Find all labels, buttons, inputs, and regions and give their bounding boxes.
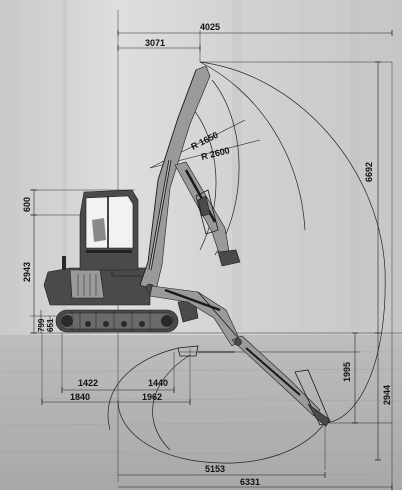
dim-2944: 2944: [382, 385, 392, 405]
dim-1440: 1440: [148, 378, 168, 388]
dimension-labels: 4025 3071 R 1650 R 2600 6692 600 2943 79…: [22, 22, 392, 487]
dipper-arm-lowered: [149, 285, 321, 417]
dim-1840: 1840: [70, 392, 90, 402]
dim-r-2600: R 2600: [200, 145, 231, 162]
dim-6692: 6692: [364, 162, 374, 182]
crawler-track: [55, 309, 179, 333]
dimension-ticks: [31, 30, 393, 490]
dim-6331: 6331: [240, 477, 260, 487]
bucket-ground-level: [177, 345, 235, 357]
dim-799: 799: [37, 318, 46, 332]
dim-1422: 1422: [78, 378, 98, 388]
bucket-raised: [195, 189, 219, 235]
dim-1962: 1962: [142, 392, 162, 402]
operator-cab: [79, 189, 139, 271]
dim-2943: 2943: [22, 262, 32, 282]
upper-structure: [43, 256, 151, 306]
dim-600: 600: [22, 197, 32, 212]
dim-5153: 5153: [205, 464, 225, 474]
boom-arm: [139, 65, 211, 293]
dim-1995: 1995: [342, 362, 352, 382]
dim-3071: 3071: [145, 38, 165, 48]
dimension-lines: [33, 32, 392, 488]
bucket-deep: [294, 369, 331, 427]
dim-651: 651: [46, 318, 55, 332]
dim-4025: 4025: [200, 22, 220, 32]
reference-lines: [30, 10, 402, 490]
digging-envelope: [107, 61, 386, 464]
